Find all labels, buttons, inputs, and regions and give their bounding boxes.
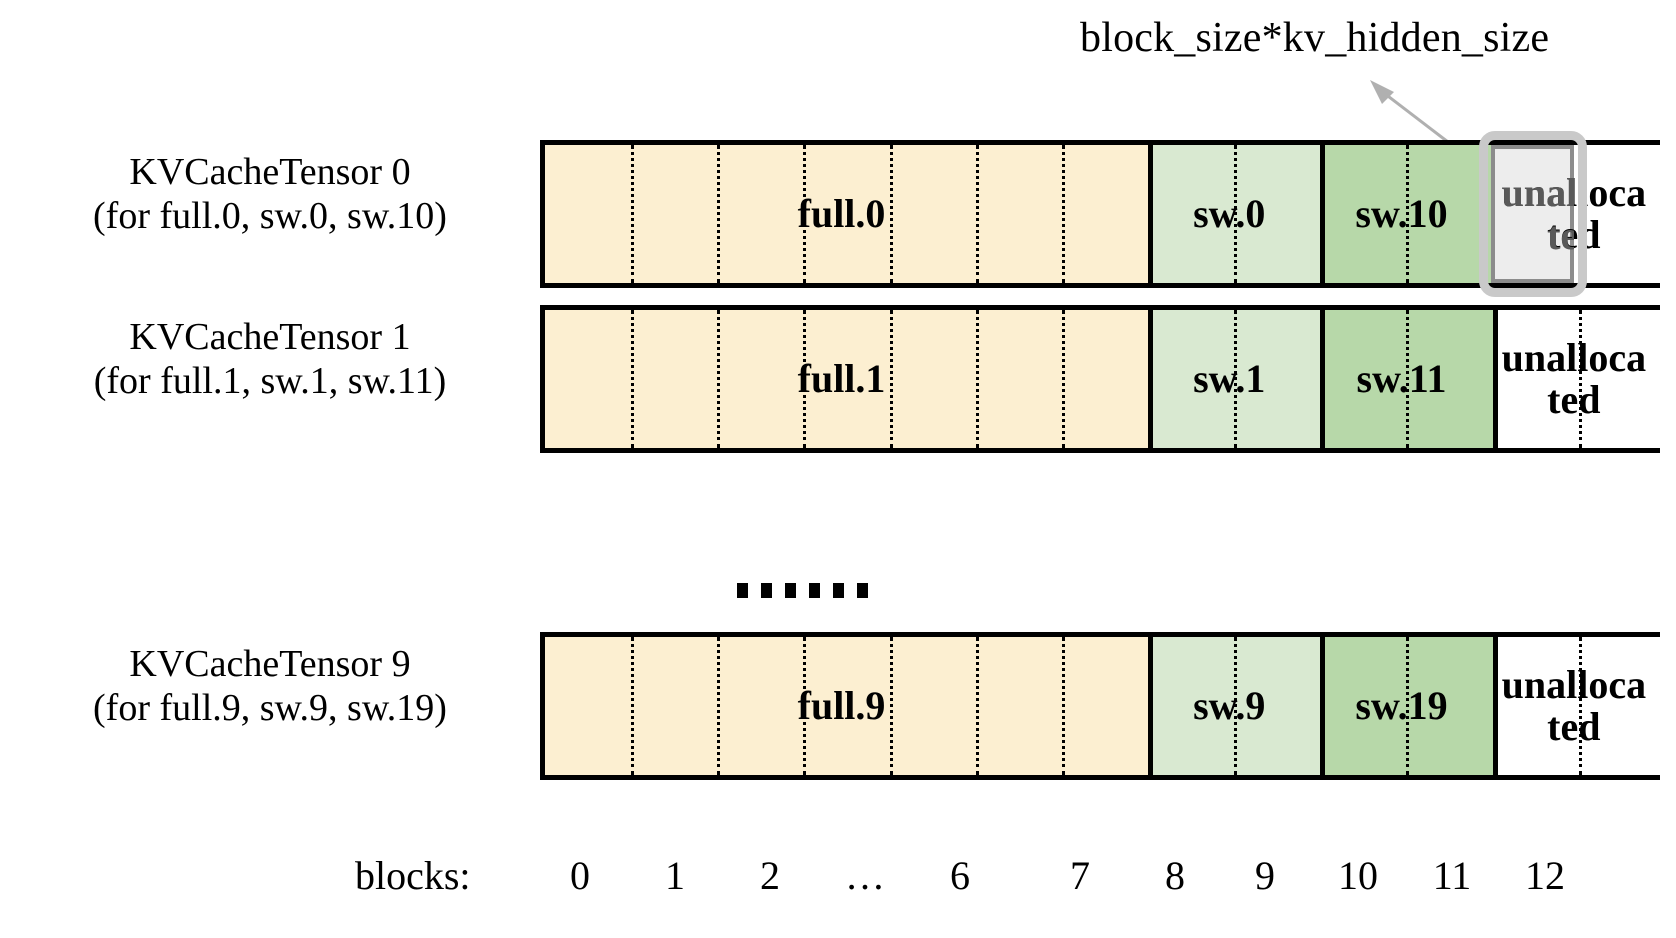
cache-block[interactable] — [1234, 310, 1321, 448]
axis-tick-label: 9 — [1255, 853, 1275, 898]
cache-block[interactable] — [1061, 310, 1148, 448]
cache-block[interactable] — [1578, 637, 1665, 775]
cache-block[interactable] — [1147, 310, 1235, 448]
cache-block[interactable] — [1406, 637, 1493, 775]
callout-label: block_size*kv_hidden_size — [1080, 15, 1550, 61]
row-title: KVCacheTensor 1 — [129, 316, 411, 358]
cache-block[interactable] — [1061, 637, 1148, 775]
cache-block[interactable] — [1578, 145, 1665, 283]
ellipsis-dot — [857, 583, 868, 598]
cache-block[interactable] — [1320, 310, 1407, 448]
ellipsis-dot — [737, 583, 748, 598]
row-title: KVCacheTensor 0 — [129, 151, 411, 193]
cache-block[interactable] — [975, 637, 1062, 775]
row-subtitle: (for full.9, sw.9, sw.19) — [93, 687, 447, 730]
cache-block[interactable] — [1061, 145, 1148, 283]
cache-block[interactable] — [717, 145, 804, 283]
axis-tick-label: 6 — [950, 853, 970, 898]
cache-block[interactable] — [717, 637, 804, 775]
ellipsis-dot — [833, 583, 844, 598]
ellipsis-dot — [785, 583, 796, 598]
row-subtitle: (for full.1, sw.1, sw.11) — [93, 360, 447, 403]
cache-block[interactable] — [1234, 145, 1321, 283]
cache-block[interactable] — [545, 310, 632, 448]
cache-block[interactable] — [1406, 145, 1493, 283]
cache-block[interactable] — [1578, 310, 1665, 448]
cache-block[interactable] — [889, 310, 976, 448]
arrow-up-left-icon — [1370, 80, 1449, 144]
cache-block[interactable] — [803, 637, 890, 775]
highlighted-block-fill — [1490, 145, 1574, 283]
row-subtitle: (for full.0, sw.0, sw.10) — [93, 195, 447, 238]
blocks-axis-title: blocks: — [355, 853, 471, 898]
row-title: KVCacheTensor 9 — [129, 643, 411, 685]
ellipsis-dot — [809, 583, 820, 598]
cache-block[interactable] — [803, 145, 890, 283]
cache-block[interactable] — [717, 310, 804, 448]
axis-tick-label: 7 — [1070, 853, 1090, 898]
cache-block[interactable] — [803, 310, 890, 448]
kv-cache-tensor-bar[interactable] — [540, 632, 1665, 780]
cache-block[interactable] — [1147, 637, 1235, 775]
axis-tick-label: 1 — [665, 853, 685, 898]
cache-block[interactable] — [1492, 637, 1579, 775]
cache-block[interactable] — [1320, 637, 1407, 775]
axis-tick-label: 2 — [760, 853, 780, 898]
axis-tick-label: … — [845, 853, 885, 898]
kv-cache-tensor-bar[interactable] — [540, 140, 1665, 288]
row-label: KVCacheTensor 1(for full.1, sw.1, sw.11) — [20, 315, 520, 404]
cache-block[interactable] — [631, 637, 718, 775]
axis-tick-label: 11 — [1432, 853, 1472, 898]
continuation-ellipsis — [737, 583, 868, 598]
row-label: KVCacheTensor 9(for full.9, sw.9, sw.19) — [20, 642, 520, 731]
cache-block[interactable] — [1234, 637, 1321, 775]
cache-block[interactable] — [631, 310, 718, 448]
axis-tick-label: 12 — [1525, 853, 1565, 898]
cache-block[interactable] — [631, 145, 718, 283]
cache-block[interactable] — [545, 145, 632, 283]
cache-block[interactable] — [889, 637, 976, 775]
ellipsis-dot — [761, 583, 772, 598]
cache-block[interactable] — [889, 145, 976, 283]
row-label: KVCacheTensor 0(for full.0, sw.0, sw.10) — [20, 150, 520, 239]
cache-block[interactable] — [1492, 310, 1579, 448]
kv-cache-tensor-bar[interactable] — [540, 305, 1665, 453]
axis-tick-label: 10 — [1338, 853, 1378, 898]
cache-block[interactable] — [975, 310, 1062, 448]
axis-tick-label: 0 — [570, 853, 590, 898]
cache-block[interactable] — [1147, 145, 1235, 283]
cache-block[interactable] — [1320, 145, 1407, 283]
highlighted-block-label-line: ted — [1547, 213, 1574, 258]
cache-block[interactable] — [1406, 310, 1493, 448]
highlighted-block-label-line: unalloca — [1501, 169, 1574, 215]
cache-block[interactable] — [545, 637, 632, 775]
cache-block[interactable] — [975, 145, 1062, 283]
axis-tick-label: 8 — [1165, 853, 1185, 898]
